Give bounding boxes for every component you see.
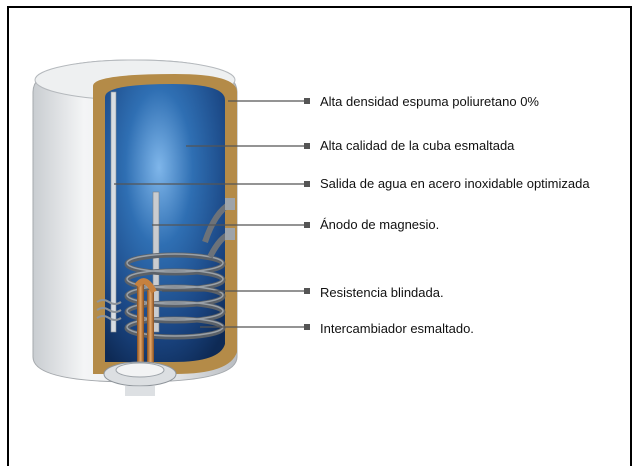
label-resistencia-blindada: Resistencia blindada. (320, 285, 444, 300)
magnesium-anode (152, 191, 160, 333)
figure-frame (7, 6, 632, 466)
water-heater-cutaway-illustration (32, 59, 238, 396)
label-cuba-esmaltada: Alta calidad de la cuba esmaltada (320, 138, 515, 153)
label-anodo-magnesio: Ánodo de magnesio. (320, 217, 440, 232)
label-salida-agua: Salida de agua en acero inoxidable optim… (320, 176, 590, 191)
armoured-heating-element (134, 278, 157, 364)
label-intercambiador: Intercambiador esmaltado. (320, 321, 474, 336)
label-espuma-poliuretano: Alta densidad espuma poliuretano 0% (320, 94, 539, 109)
outlet-pipe (110, 91, 117, 333)
